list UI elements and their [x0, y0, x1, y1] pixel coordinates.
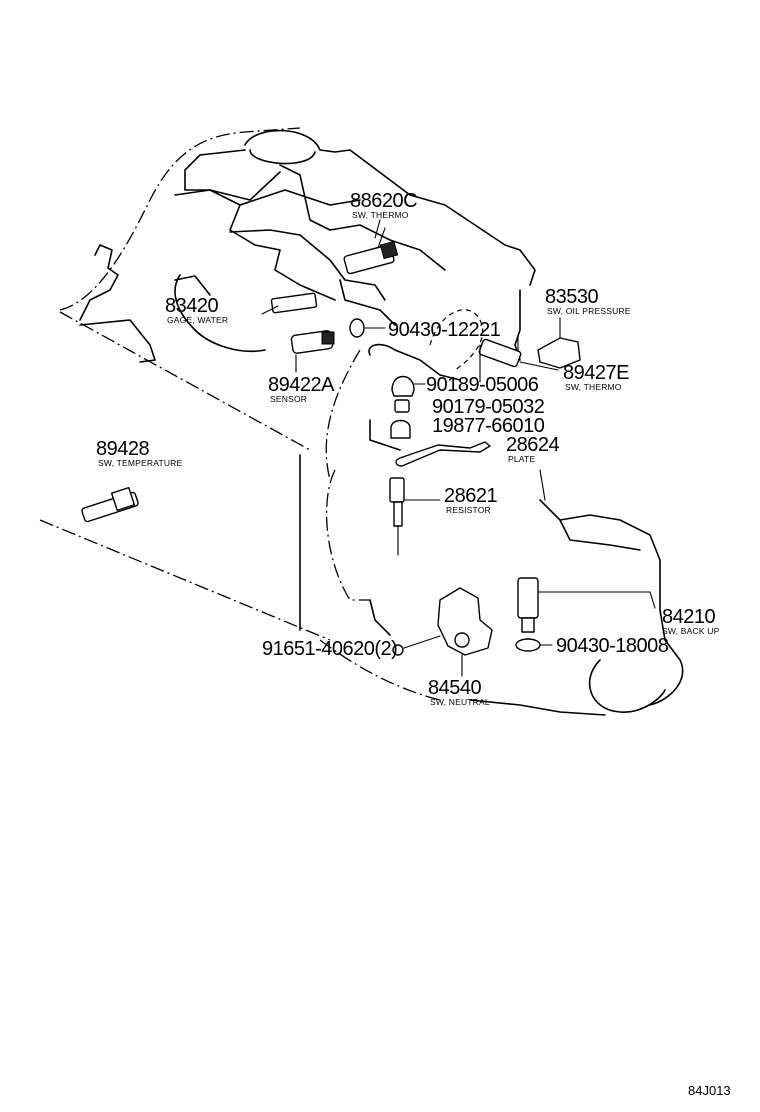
- callout-desc: SW, NEUTRAL: [430, 697, 490, 707]
- part-28621: [389, 477, 441, 556]
- part-88620c: [343, 227, 399, 275]
- callout-number: 89422A: [268, 374, 335, 396]
- callout-number: 84540: [428, 677, 481, 699]
- callout-desc: PLATE: [508, 454, 535, 464]
- callout-desc: SW, OIL PRESSURE: [547, 306, 631, 316]
- part-90179-05032: [394, 399, 410, 413]
- part-89427e: [478, 338, 559, 371]
- callout-number: 90189-05006: [426, 374, 539, 396]
- callout-number: 90430-18008: [556, 635, 669, 657]
- parts: [81, 227, 656, 677]
- part-89428: [81, 486, 139, 523]
- callout-desc: SW, THERMO: [352, 210, 409, 220]
- callout-number: 89428: [96, 438, 149, 460]
- callout-number: 84210: [662, 606, 715, 628]
- callout-desc: SENSOR: [270, 394, 307, 404]
- engine-outline: [39, 127, 684, 716]
- callout-number: 83530: [545, 286, 598, 308]
- part-84210: [517, 577, 656, 633]
- part-91651-40620: [392, 644, 404, 656]
- part-84540: [437, 587, 493, 677]
- callout-labels: 88620C SW, THERMO 83420 GAGE, WATER 9043…: [96, 190, 720, 707]
- callout-number: 88620C: [350, 190, 417, 212]
- callout-desc: SW, TEMPERATURE: [98, 458, 183, 468]
- callout-desc: GAGE, WATER: [167, 315, 228, 325]
- callout-number: 83420: [165, 295, 218, 317]
- callout-number: 91651-40620(2): [262, 638, 397, 660]
- part-83530: [537, 317, 581, 369]
- callout-number: 28621: [444, 485, 497, 507]
- part-83420: [261, 292, 318, 315]
- part-19877-66010: [390, 419, 411, 439]
- part-90430-18008: [515, 638, 541, 652]
- callout-number: 28624: [506, 434, 559, 456]
- part-90430-12221: [349, 318, 365, 338]
- callout-number: 90179-05032: [432, 396, 545, 418]
- callout-number: 19877-66010: [432, 415, 545, 437]
- callout-number: 89427E: [563, 362, 629, 384]
- part-28624: [395, 441, 491, 467]
- part-89422a: [290, 330, 335, 373]
- callout-desc: SW, BACK UP: [662, 626, 720, 636]
- callout-desc: SW, THERMO: [565, 382, 622, 392]
- part-90189-05006: [391, 375, 415, 397]
- callout-desc: RESISTOR: [446, 505, 491, 515]
- drawing-code: 84J013: [688, 1083, 731, 1098]
- callout-number: 90430-12221: [388, 319, 501, 341]
